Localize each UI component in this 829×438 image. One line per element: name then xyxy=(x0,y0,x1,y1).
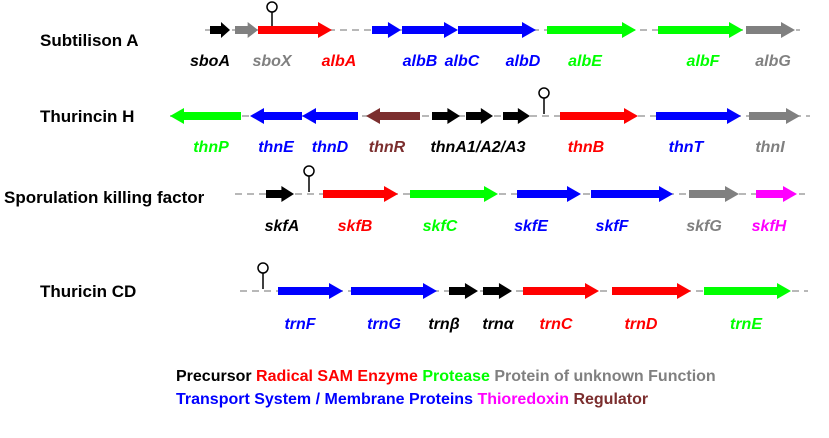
gene-arrow-thni xyxy=(749,108,800,124)
gene-label: thnT xyxy=(669,139,705,156)
gene-arrow-trng xyxy=(351,283,437,299)
gene-label: thnI xyxy=(755,139,785,156)
gene-label: trnF xyxy=(284,316,316,333)
gene-arrow-trnd xyxy=(612,283,691,299)
gene-arrow-trnf xyxy=(278,283,343,299)
gene-arrow-thnp xyxy=(170,108,241,124)
gene-arrow-thna1a2a3 xyxy=(432,108,460,124)
gene-label: skfH xyxy=(752,218,787,235)
gene-arrow-albd xyxy=(458,22,536,38)
gene-arrow-sbox xyxy=(235,22,258,38)
gene-label: sboA xyxy=(190,53,230,70)
terminator-icon xyxy=(303,165,315,177)
gene-arrow-thna1a2a3 xyxy=(466,108,493,124)
gene-arrow-thnr xyxy=(366,108,420,124)
gene-cluster-thurincin-h: Thurincin H thnP thnE thnD thnR thnA1/A2/A3 th… xyxy=(40,87,810,156)
gene-label: albD xyxy=(506,53,541,70)
legend-entry-radical-sam: Radical SAM Enzyme xyxy=(256,368,418,385)
gene-arrow-skfc xyxy=(410,186,498,202)
gene-label: trnG xyxy=(367,316,401,333)
gene-arrow-skfg xyxy=(689,186,739,202)
gene-arrow-albf xyxy=(658,22,743,38)
legend-entry-thioredoxin: Thioredoxin xyxy=(477,391,569,408)
gene-arrow-trne xyxy=(704,283,791,299)
gene-arrow-thnt xyxy=(656,108,741,124)
gene-arrow-trn xyxy=(483,283,512,299)
gene-arrow-thna1a2a3 xyxy=(503,108,530,124)
gene-label: thnP xyxy=(193,139,229,156)
gene-label: thnD xyxy=(312,139,349,156)
cluster-label: Thurincin H xyxy=(40,107,134,126)
gene-arrow-thnb xyxy=(560,108,638,124)
gene-arrow-albg xyxy=(746,22,795,38)
gene-label: skfC xyxy=(423,218,458,235)
gene-cluster-thuricin-cd: Thuricin CD trnF trnG trnβ trnα trnC trnD trnE xyxy=(40,262,808,333)
legend-entry-unknown: Protein of unknown Function xyxy=(494,368,716,385)
legend-line-2: Transport System / Membrane Proteins Thi… xyxy=(176,391,648,409)
gene-arrow-albb xyxy=(372,22,401,38)
terminator-icon xyxy=(266,1,278,13)
gene-label: trnC xyxy=(540,316,573,333)
gene-label: trnβ xyxy=(428,316,459,333)
gene-label: albB xyxy=(403,53,438,70)
gene-arrow-sboa xyxy=(210,22,230,38)
legend-entry-precursor: Precursor xyxy=(176,368,252,385)
gene-label: sboX xyxy=(252,53,292,70)
gene-cluster-subtilosin: Subtilison A sboA sboX albA albB albC albD albE… xyxy=(40,1,800,70)
gene-label: trnE xyxy=(730,316,763,333)
gene-arrow-skfe xyxy=(517,186,581,202)
gene-label: trnD xyxy=(625,316,658,333)
legend-entry-regulator: Regulator xyxy=(573,391,649,408)
legend-entry-protease: Protease xyxy=(422,368,490,385)
gene-arrow-thnd xyxy=(302,108,358,124)
cluster-label: Subtilison A xyxy=(40,31,139,50)
legend-line-1: Precursor Radical SAM Enzyme Protease Pr… xyxy=(176,368,716,386)
gene-label: albG xyxy=(755,53,791,70)
gene-arrow-skff xyxy=(591,186,673,202)
gene-label: skfB xyxy=(338,218,373,235)
gene-cluster-skf: Sporulation killing factor skfA skfB skfC sk… xyxy=(4,165,805,235)
gene-label: albC xyxy=(445,53,480,70)
gene-label: skfG xyxy=(686,218,722,235)
gene-arrow-trnc xyxy=(523,283,599,299)
gene-label: thnA1/A2/A3 xyxy=(430,139,525,156)
gene-arrow-trn xyxy=(449,283,478,299)
gene-arrow-alba xyxy=(258,22,332,38)
gene-label: skfA xyxy=(265,218,300,235)
gene-label: skfE xyxy=(514,218,549,235)
gene-arrow-skfh xyxy=(756,186,797,202)
gene-arrow-thne xyxy=(250,108,302,124)
gene-label: thnB xyxy=(568,139,604,156)
gene-arrow-albc xyxy=(402,22,458,38)
gene-label: trnα xyxy=(482,316,514,333)
gene-arrow-skfb xyxy=(323,186,398,202)
gene-label: thnE xyxy=(258,139,295,156)
terminator-icon xyxy=(257,262,269,274)
gene-label: albF xyxy=(687,53,721,70)
legend-entry-transport: Transport System / Membrane Proteins xyxy=(176,391,473,408)
gene-label: thnR xyxy=(369,139,406,156)
cluster-label: Sporulation killing factor xyxy=(4,188,205,207)
gene-arrow-albe xyxy=(547,22,636,38)
gene-label: skfF xyxy=(596,218,630,235)
gene-label: albE xyxy=(568,53,603,70)
cluster-label: Thuricin CD xyxy=(40,282,136,301)
gene-arrow-skfa xyxy=(266,186,294,202)
gene-label: albA xyxy=(322,53,357,70)
terminator-icon xyxy=(538,87,550,99)
